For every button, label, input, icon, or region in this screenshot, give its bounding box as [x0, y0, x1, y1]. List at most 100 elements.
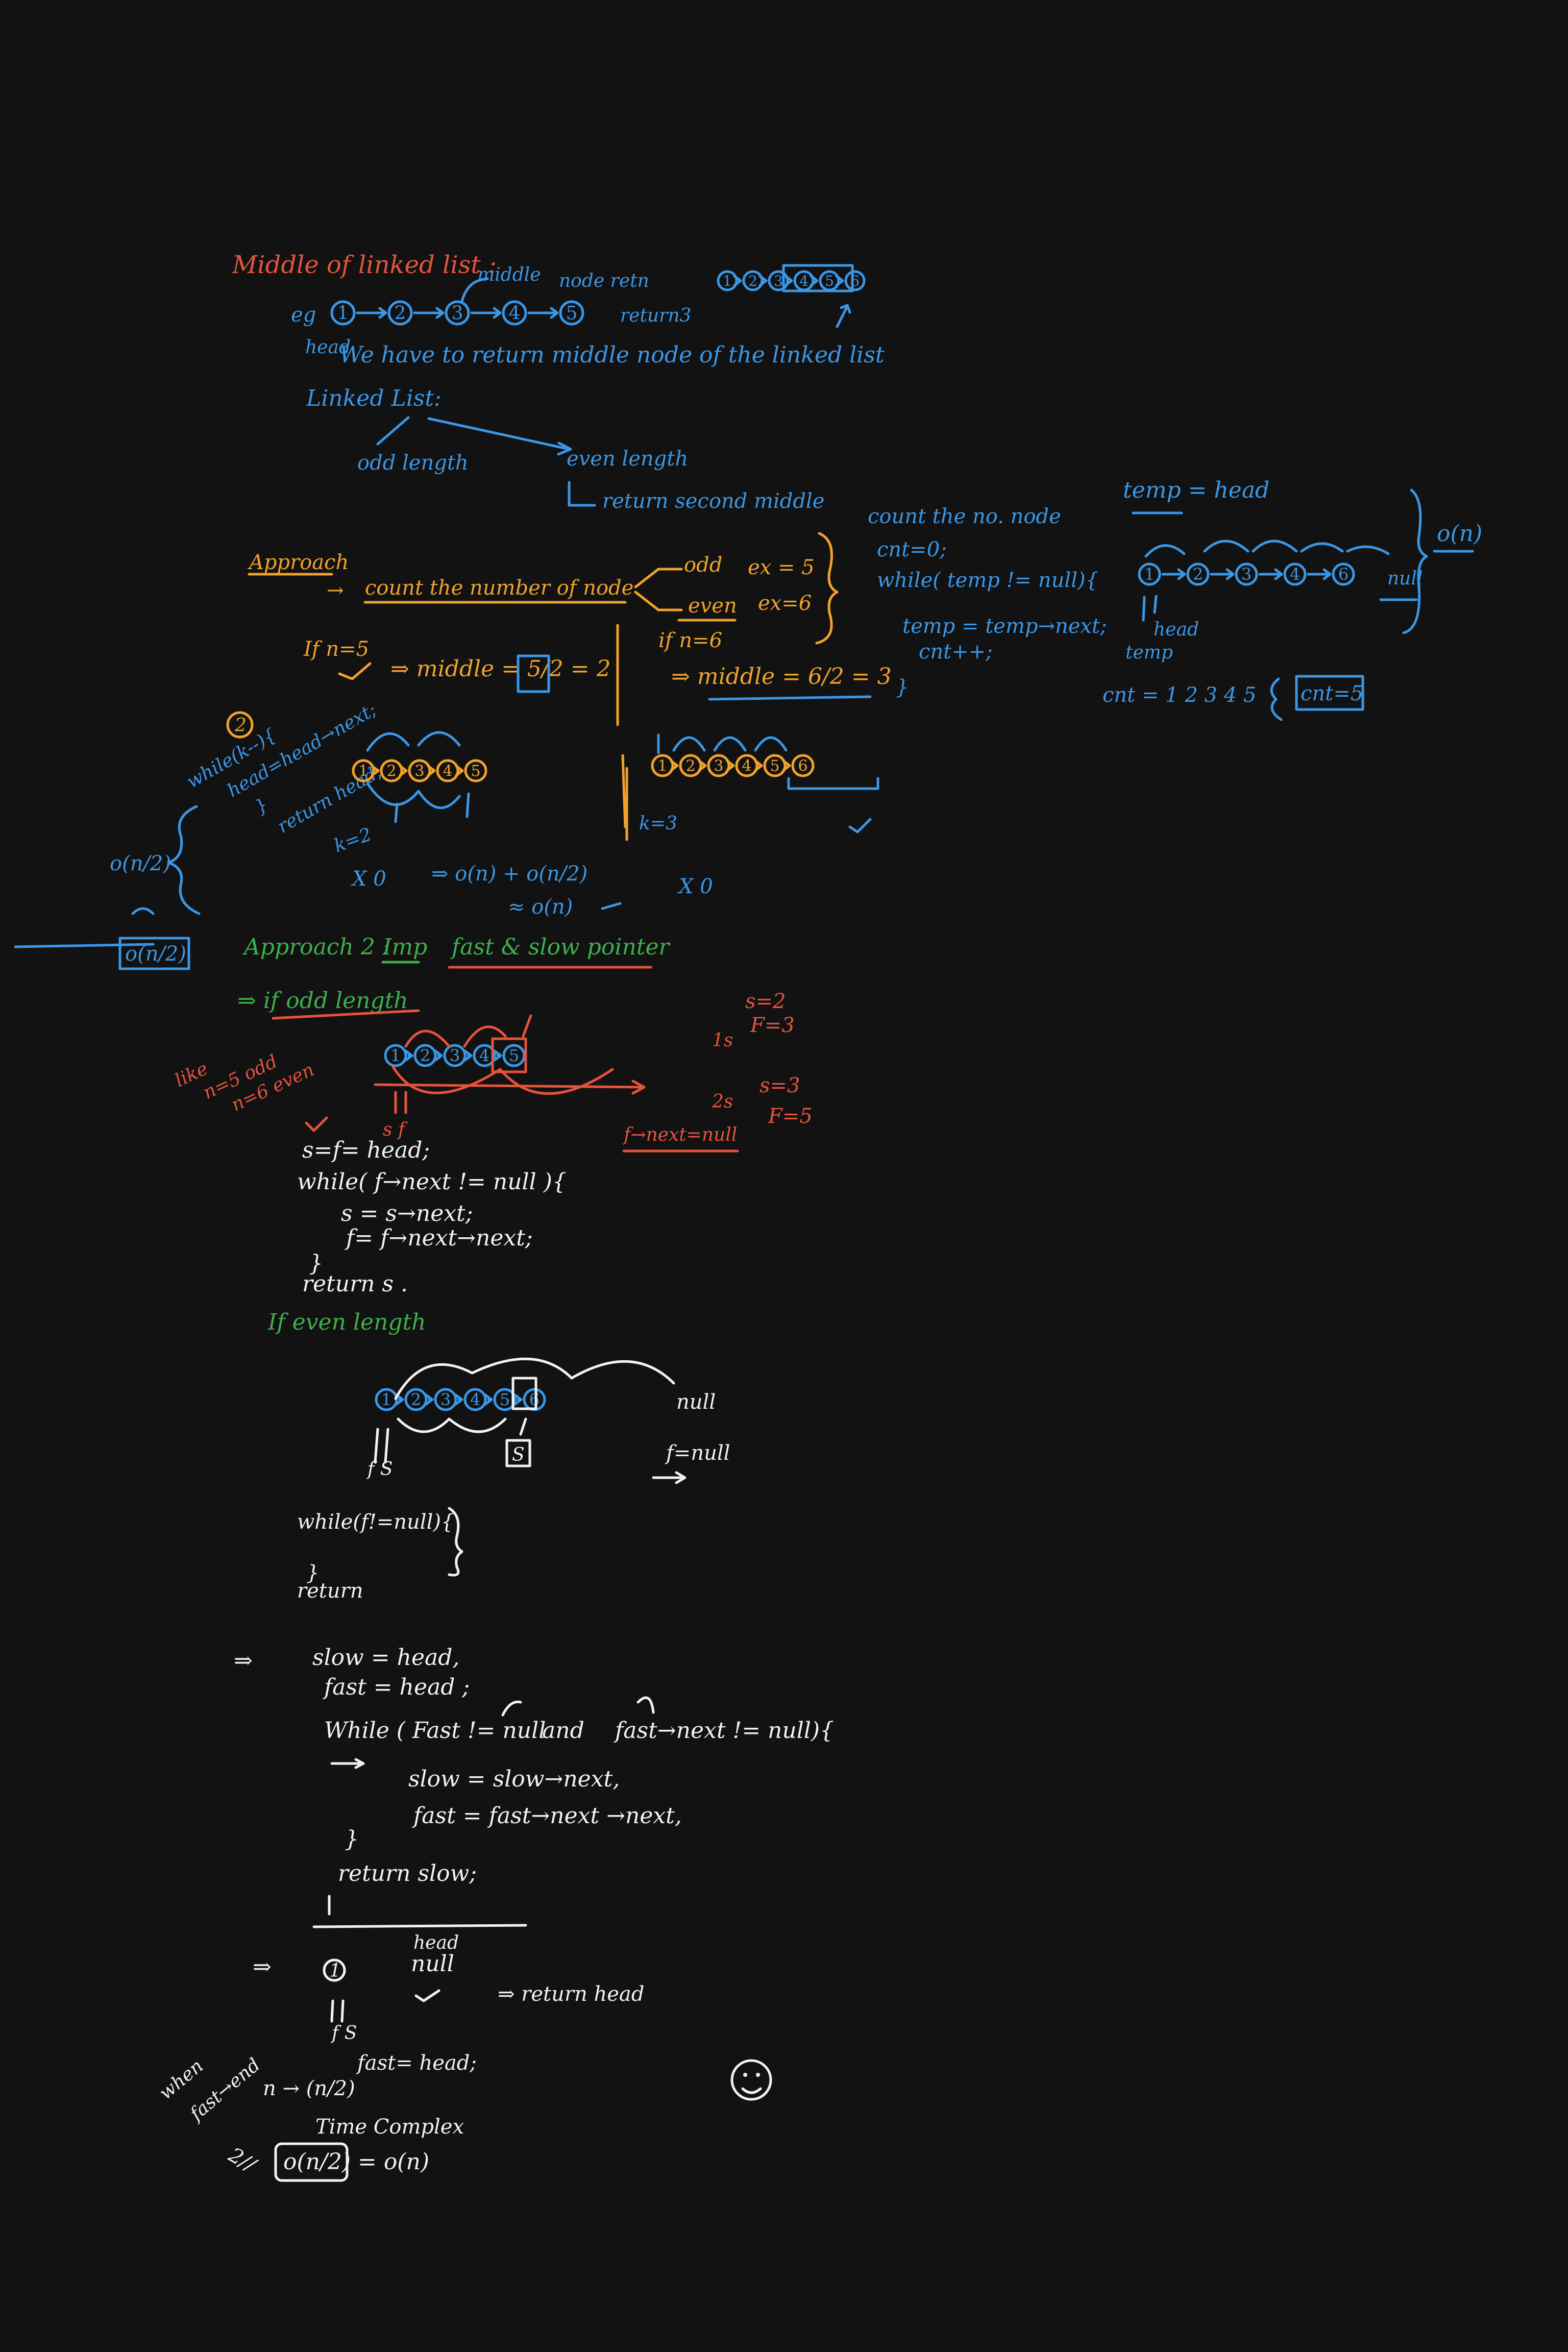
ex6-label: ex=6 [758, 592, 812, 615]
middle-arrow [460, 277, 489, 303]
even-middle-box [511, 1377, 537, 1410]
circle-2 [226, 711, 254, 739]
list-arrow [782, 760, 791, 772]
return-head-note: ⇒ return head [498, 1982, 644, 2006]
second-middle-pointer [836, 304, 851, 328]
cnt-brace [1270, 677, 1283, 721]
final-l3c: fast→next != null){ [614, 1718, 834, 1744]
divider-2 [621, 754, 627, 828]
list-node-value: 4 [1290, 565, 1300, 584]
even-length-2: If even length [267, 1309, 426, 1335]
cnt-box-text: cnt=5 [1301, 682, 1363, 705]
even-length-label: even length [567, 447, 688, 471]
list-arrow [513, 1393, 523, 1406]
list-node [717, 270, 738, 291]
list-node-value: 6 [798, 757, 807, 775]
final-l3b: and [542, 1718, 584, 1744]
f-null-arrow [652, 1471, 687, 1484]
even-arrow [568, 481, 596, 507]
list-node [464, 759, 487, 782]
middle-note: middle [477, 264, 541, 285]
list-node-value: 5 [770, 757, 779, 775]
left-line [14, 907, 155, 948]
odd-even-split [634, 568, 683, 611]
single-fs: f S [330, 2023, 357, 2044]
final-l7: return slow; [338, 1860, 477, 1886]
list-arrow [425, 1393, 434, 1406]
list-node-value: 2 [411, 1390, 421, 1409]
final-hooks [501, 1696, 655, 1717]
list-node-value: 5 [509, 1046, 519, 1065]
list-arrow [413, 307, 445, 319]
list-node [387, 300, 413, 326]
count-l2: while( temp != null){ [877, 569, 1098, 592]
list-arrow [470, 307, 502, 319]
f5: F=5 [768, 1105, 813, 1128]
s2: s=2 [745, 990, 786, 1013]
list-node-value: 2 [1193, 565, 1203, 584]
final-l2: fast = head ; [323, 1674, 470, 1700]
side-when: when [155, 2055, 207, 2104]
list-node-value: 5 [825, 273, 834, 289]
close-brace: } [251, 794, 272, 818]
single-node [323, 1958, 346, 1982]
list-arrow [371, 765, 380, 777]
odd-axis-arrow [374, 1080, 646, 1095]
return-head: return head; [274, 761, 386, 838]
list-arrow [493, 1049, 502, 1062]
list-node-value: 3 [774, 273, 783, 289]
list-node [330, 300, 356, 326]
count-null: null [1387, 568, 1423, 589]
approach2-imp: Imp [382, 934, 427, 960]
ex-brace [815, 532, 839, 645]
if-n6: if n=6 [658, 629, 722, 652]
list-node-value: 1 [337, 303, 349, 324]
orange6-arcs [657, 733, 788, 754]
list-node [559, 300, 584, 326]
list-node [742, 270, 764, 291]
fast-head: fast= head; [356, 2051, 477, 2075]
result: o(n/2) = o(n) [283, 2149, 429, 2175]
return3-note: return3 [620, 305, 691, 326]
while-f-return: return [297, 1579, 363, 1603]
list-node-value: 4 [742, 757, 751, 775]
eg-label: eg [291, 303, 316, 327]
while-f: while(f!=null){ [297, 1510, 454, 1534]
even-bottom-arcs [397, 1417, 527, 1436]
list-node-value: 3 [440, 1390, 451, 1409]
head-pointers [1142, 595, 1158, 622]
count-l1: cnt=0; [877, 538, 947, 561]
list-arrow [754, 760, 763, 772]
count-on: o(n) [1437, 521, 1482, 547]
single-pointers [330, 1999, 345, 2023]
x0-left: X 0 [351, 867, 386, 891]
label-1s: 1s [712, 1030, 733, 1051]
middle-5: ⇒ middle = 5/2 = 2 [390, 656, 611, 682]
final-l4: slow = slow→next, [408, 1766, 620, 1792]
list-arrow [484, 1393, 493, 1406]
list-node [502, 300, 527, 326]
list-node [1138, 562, 1161, 586]
odd-length-label: odd length [357, 451, 469, 475]
approx-tick [601, 902, 622, 910]
while-brace [448, 1507, 463, 1577]
list-node-value: 1 [358, 763, 368, 780]
cnt-sequence: cnt = 1 2 3 4 5 [1102, 683, 1256, 707]
list-node-value: 3 [452, 303, 463, 324]
list-node-value: 1 [1144, 565, 1155, 584]
odd-code-4: f= f→next→next; [345, 1225, 533, 1251]
approach-arrow: → [327, 579, 344, 602]
list-arrow [404, 1049, 413, 1062]
approach-label: Approach [247, 551, 349, 574]
list-node [707, 754, 730, 777]
list-node-value: 3 [450, 1046, 460, 1065]
count-brace [1402, 488, 1428, 634]
list-arrow [399, 765, 408, 777]
list-node-value: 2 [748, 273, 757, 289]
list-node-value: 1 [381, 1390, 391, 1409]
count-arcs [1144, 540, 1390, 558]
f3: F=3 [750, 1014, 795, 1037]
